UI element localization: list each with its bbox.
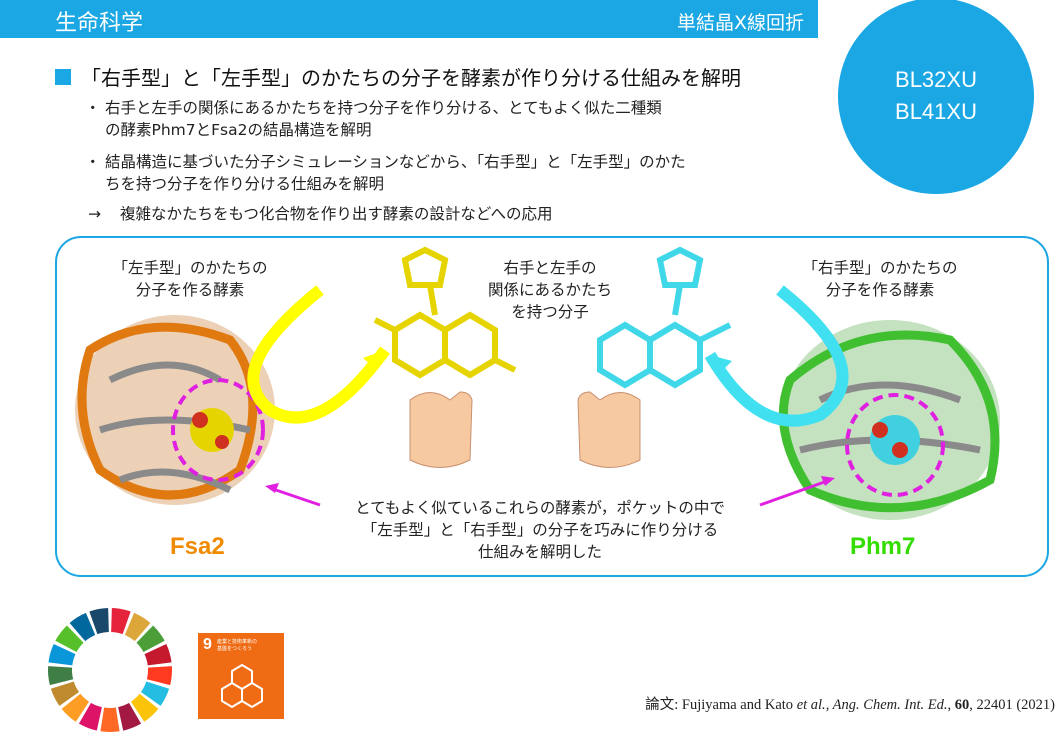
beamline-badge: BL32XU BL41XU — [838, 0, 1034, 194]
bullet-line: ちを持つ分子を作り分ける仕組みを解明 — [105, 175, 385, 193]
sdg-text-line: 産業と技術革新の — [217, 639, 258, 645]
label-line: 「左手型」のかたちの — [112, 259, 268, 277]
right-enzyme-label: 「右手型」のかたちの 分子を作る酵素 — [780, 257, 980, 301]
bullet-1: ・ 右手と左手の関係にあるかたちを持つ分子を作り分ける、とてもよく似た二種類 の… — [85, 97, 662, 141]
sdg-goal-9-icon: 9 産業と技術革新の 基盤をつくろう — [198, 633, 284, 719]
sdg-wheel-segment — [69, 612, 96, 642]
figure-graphics — [75, 246, 1000, 520]
citation-sep: , — [947, 697, 955, 713]
bullet-marker: ・ — [85, 99, 101, 117]
phm7-protein-structure — [778, 320, 1000, 520]
bullet-line: 複雑なかたちをもつ化合物を作り出す酵素の設計などへの応用 — [119, 205, 553, 223]
sdg-text: 産業と技術革新の 基盤をつくろう — [217, 639, 257, 653]
sdg-wheel-segment — [140, 681, 170, 706]
slide-title: 「右手型」と「左手型」のかたちの分子を酵素が作り分ける仕組みを解明 — [55, 62, 741, 91]
citation-journal: , Ang. Chem. Int. Ed. — [825, 697, 948, 713]
right-handed-molecule — [597, 246, 732, 389]
figure-panel — [55, 236, 1049, 577]
fsa2-label: Fsa2 — [170, 533, 225, 560]
sdg-wheel-segment — [48, 666, 74, 686]
beamline: BL32XU — [895, 67, 977, 92]
arrow-marker: → — [88, 205, 101, 223]
header-bar: 生命科学 単結晶X線回折 — [0, 0, 818, 38]
sdg-wheel-segment — [130, 693, 159, 722]
caption-line: 「左手型」と「右手型」の分子を巧みに作り分ける — [361, 521, 719, 539]
bullet-3: → 複雑なかたちをもつ化合物を作り出す酵素の設計などへの応用 — [88, 203, 553, 225]
sdg-text-line: 基盤をつくろう — [217, 646, 253, 652]
label-line: 右手と左手の — [503, 259, 597, 277]
sdg-wheel-segment — [48, 644, 76, 666]
citation-volume: 60 — [954, 697, 970, 713]
citation-etal: et al. — [796, 697, 826, 713]
bullet-line: の酵素Phm7とFsa2の結晶構造を解明 — [105, 121, 372, 139]
title-text: 「右手型」と「左手型」のかたちの分子を酵素が作り分ける仕組みを解明 — [81, 66, 741, 90]
label-line: 「右手型」のかたちの — [802, 259, 958, 277]
label-line: 分子を作る酵素 — [135, 281, 245, 299]
label-line: 分子を作る酵素 — [825, 281, 935, 299]
bullet-line: 結晶構造に基づいた分子シミュレーションなどから、「右手型」と「左手型」のかた — [105, 153, 686, 171]
sdg-wheel-logo — [48, 608, 172, 732]
yellow-arrow — [247, 285, 390, 424]
sdg-wheel-segment — [111, 608, 131, 635]
sdg-wheel-segment — [100, 707, 120, 732]
sdg-wheel-segment — [78, 702, 102, 731]
cyan-arrow — [704, 285, 849, 427]
label-line: を持つ分子 — [511, 303, 589, 321]
sdg-wheel-segment — [146, 666, 172, 686]
sdg-wheel-segment — [55, 625, 84, 653]
right-hand-icon — [577, 391, 641, 468]
citation: 論文: Fujiyama and Kato et al., Ang. Chem.… — [645, 693, 1055, 714]
sdg-number: 9 — [203, 636, 212, 653]
mechanism-caption: とてもよく似ているこれらの酵素が，ポケットの中で 「左手型」と「右手型」の分子を… — [290, 497, 790, 563]
sdg-wheel-segment — [61, 693, 90, 722]
bullet-marker: ・ — [85, 153, 101, 171]
sdg-wheel-segment — [144, 644, 172, 666]
caption-line: 仕組みを解明した — [477, 543, 602, 561]
category-label: 生命科学 — [55, 11, 144, 36]
left-handed-molecule — [373, 246, 517, 379]
label-line: 関係にあるかたち — [487, 281, 612, 299]
left-hand-icon — [409, 391, 473, 468]
sdg-wheel-segment — [89, 608, 109, 635]
caption-line: とてもよく似ているこれらの酵素が，ポケットの中で — [355, 499, 725, 517]
citation-pages-year: , 22401 (2021) — [969, 697, 1055, 713]
sdg-wheel-segment — [136, 625, 165, 653]
sdg-wheel-segment — [50, 681, 80, 706]
fsa2-protein-structure — [75, 315, 275, 505]
citation-prefix: 論文: — [645, 697, 682, 713]
title-bullet-square — [55, 68, 71, 85]
left-enzyme-label: 「左手型」のかたちの 分子を作る酵素 — [90, 257, 290, 301]
sdg-wheel-segment — [118, 702, 142, 731]
cubes-icon — [221, 663, 263, 709]
beamline: BL41XU — [895, 99, 977, 124]
bullet-2: ・ 結晶構造に基づいた分子シミュレーションなどから、「右手型」と「左手型」のかた… — [85, 151, 686, 195]
bullet-line: 右手と左手の関係にあるかたちを持つ分子を作り分ける、とてもよく似た二種類 — [105, 99, 662, 117]
center-molecule-label: 右手と左手の 関係にあるかたち を持つ分子 — [460, 257, 640, 323]
sdg-wheel-segment — [124, 612, 151, 642]
citation-authors: Fujiyama and Kato — [681, 697, 797, 713]
method-label: 単結晶X線回折 — [676, 12, 804, 34]
phm7-label: Phm7 — [850, 533, 916, 560]
